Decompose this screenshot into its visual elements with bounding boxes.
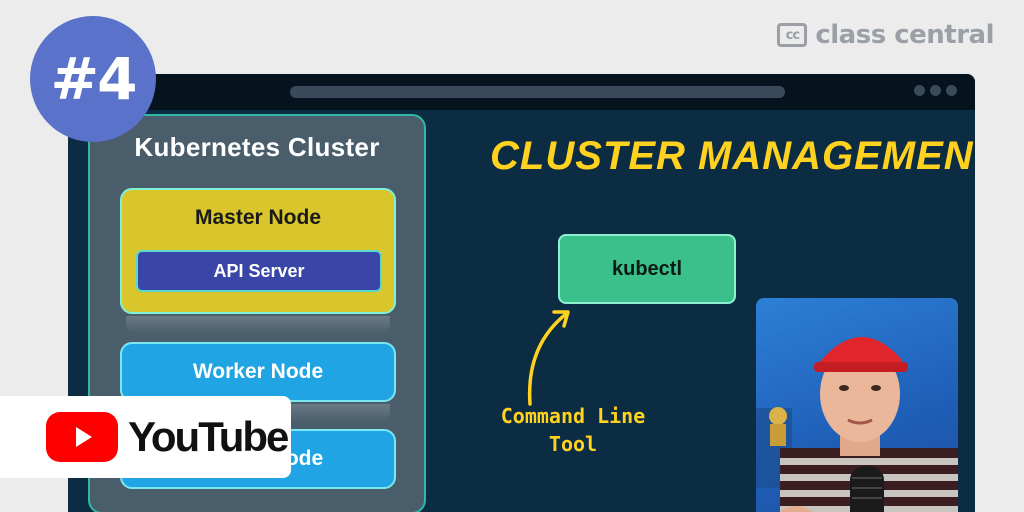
youtube-logo[interactable]: YouTube (0, 396, 291, 478)
master-node-label: Master Node (194, 206, 322, 229)
kubernetes-cluster-panel: Kubernetes Cluster Master Node API Serve… (88, 114, 426, 512)
kubectl-box: kubectl (558, 234, 736, 304)
tool-caption-line: Tool (548, 432, 598, 456)
address-bar[interactable] (290, 86, 785, 98)
play-icon (46, 412, 118, 462)
brand-logo: cc class central (777, 20, 994, 50)
section-heading: CLUSTER MANAGEMENT (490, 134, 975, 178)
brand-name: class central (815, 20, 994, 50)
youtube-wordmark: YouTube (128, 413, 289, 460)
curved-arrow-icon (527, 310, 570, 406)
api-server-box: API Server (136, 250, 382, 292)
menu-dot-icon (946, 85, 957, 96)
browser-window: Kubernetes Cluster Master Node API Serve… (68, 74, 975, 512)
tool-caption-line: Command Line (500, 404, 646, 428)
window-menu[interactable] (914, 85, 957, 96)
play-triangle-icon (76, 427, 92, 447)
cluster-title: Kubernetes Cluster (134, 132, 380, 162)
menu-dot-icon (930, 85, 941, 96)
episode-badge: #4 (30, 16, 156, 142)
reflection (126, 316, 390, 334)
cc-logo-icon: cc (777, 23, 808, 47)
browser-toolbar (68, 74, 975, 110)
master-node-box: Master Node API Server (120, 188, 396, 314)
tool-caption: Command Line Tool (478, 402, 668, 458)
presenter-illustration (756, 336, 958, 512)
menu-dot-icon (914, 85, 925, 96)
worker-node-box: Worker Node (120, 342, 396, 402)
presenter-photo (756, 298, 958, 512)
